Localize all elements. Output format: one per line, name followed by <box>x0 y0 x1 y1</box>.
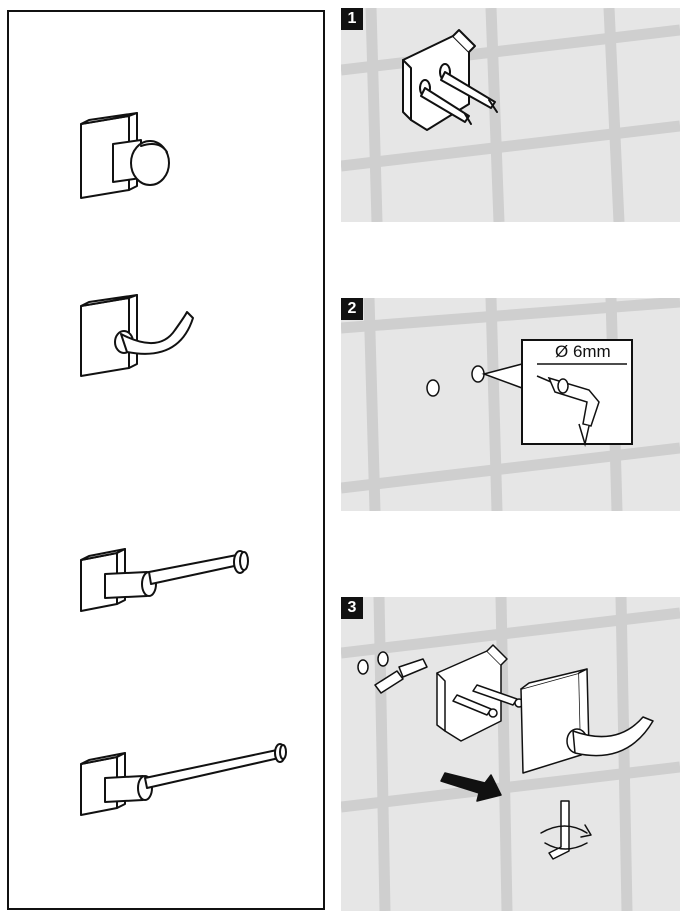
wall-tiles <box>341 8 680 222</box>
mounting-bracket-illustration <box>402 29 498 131</box>
drill-bit-size-label: Ø 6mm <box>555 342 611 361</box>
wall-tiles <box>341 597 680 911</box>
step-2-badge: 2 <box>341 298 363 320</box>
step-1-badge: 1 <box>341 8 363 30</box>
product-lineup-drawing <box>80 112 287 816</box>
step-2-panel: Ø 6mm 2 <box>341 298 680 511</box>
robe-hook-knob-icon <box>80 112 170 199</box>
drill-hole-left <box>426 379 440 397</box>
step-3-badge: 3 <box>341 597 363 619</box>
drilling-illustration <box>426 339 633 447</box>
product-lineup-panel <box>7 10 325 910</box>
assembly-illustration <box>357 644 654 860</box>
towel-bar-icon <box>80 743 287 816</box>
step-3-panel: 3 <box>341 597 680 911</box>
robe-hook-curved-icon <box>80 294 194 377</box>
step-1-panel: 1 <box>341 8 680 222</box>
toilet-paper-holder-icon <box>80 548 249 612</box>
